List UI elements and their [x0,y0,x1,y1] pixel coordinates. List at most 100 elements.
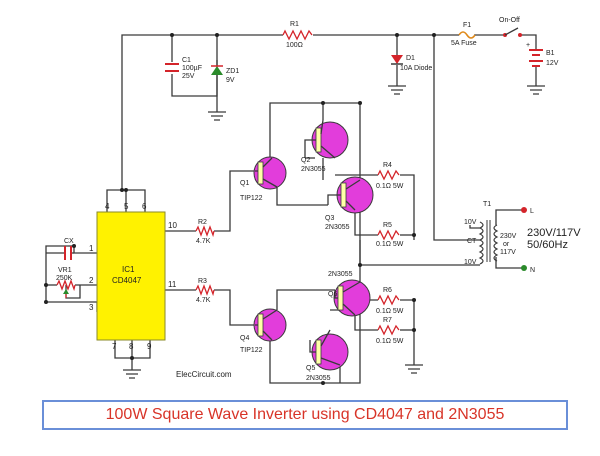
diagram-title: 100W Square Wave Inverter using CD4047 a… [105,406,505,423]
title-box: 100W Square Wave Inverter using CD4047 a… [42,400,568,430]
ground-d1 [388,85,406,95]
transistor-q1: Q1 TIP122 [240,156,287,202]
svg-text:0.1Ω 5W: 0.1Ω 5W [376,338,404,345]
svg-text:CD4047: CD4047 [112,276,142,285]
svg-text:0.1Ω 5W: 0.1Ω 5W [376,183,404,190]
svg-text:12V: 12V [546,60,559,67]
svg-text:25V: 25V [182,73,195,80]
svg-text:R1: R1 [290,21,299,28]
potentiometer-vr1: VR1 250K [56,267,76,298]
diode-d1: D1 10A Diode [391,55,432,72]
svg-text:CX: CX [64,238,74,245]
watermark: ElecCircuit.com [176,370,232,379]
transistor-q2: Q2 2N3055 [301,119,349,173]
svg-text:6: 6 [142,202,147,211]
svg-text:R6: R6 [383,287,392,294]
svg-text:2N3055: 2N3055 [328,271,353,278]
svg-text:11: 11 [168,280,177,289]
svg-text:7: 7 [112,342,117,351]
svg-text:100Ω: 100Ω [286,42,303,49]
svg-text:4.7K: 4.7K [196,297,211,304]
resistor-r7: R7 0.1Ω 5W [376,317,404,345]
terminal-l [521,207,527,213]
ground-emitters [405,364,423,374]
svg-text:0.1Ω 5W: 0.1Ω 5W [376,308,404,315]
svg-text:IC1: IC1 [122,265,135,274]
svg-text:F1: F1 [463,22,471,29]
transistor-q5: Q5 2N3055 [306,329,349,382]
svg-text:CT: CT [467,238,477,245]
junctions [44,33,436,385]
svg-text:9: 9 [147,342,152,351]
svg-text:5A Fuse: 5A Fuse [451,40,477,47]
svg-text:5: 5 [124,202,129,211]
svg-text:R3: R3 [198,278,207,285]
resistor-r6: R6 0.1Ω 5W [376,287,404,315]
svg-text:N: N [530,267,535,274]
svg-text:VR1: VR1 [58,267,72,274]
svg-text:C1: C1 [182,57,191,64]
transistor-q3: Q3 2N3055 [325,176,374,231]
svg-text:10V: 10V [464,259,477,266]
svg-text:3: 3 [89,303,94,312]
svg-text:4.7K: 4.7K [196,238,211,245]
svg-text:Q2: Q2 [301,157,310,164]
svg-text:T1: T1 [483,201,491,208]
ground-battery [527,85,545,95]
zener-zd1: ZD1 9V [211,60,239,96]
svg-text:Q3: Q3 [325,215,334,222]
svg-text:TIP122: TIP122 [240,347,263,354]
ground-symbols [123,85,545,379]
svg-text:R5: R5 [383,222,392,229]
switch-on-off: On-Off [499,17,522,37]
svg-text:+: + [526,42,530,49]
resistor-r5: R5 0.1Ω 5W [376,222,404,248]
svg-text:2N3055: 2N3055 [306,375,331,382]
svg-text:10V: 10V [464,219,477,226]
svg-text:ZD1: ZD1 [226,68,239,75]
transformer-t1: T1 10V CT 10V 230V or 117V 230V/117V 50/… [464,201,581,266]
svg-text:Q6: Q6 [328,291,337,298]
capacitor-cx: CX [46,238,74,260]
svg-text:D1: D1 [406,55,415,62]
battery-b1: + B1 12V [526,42,559,67]
transistor-q4: Q4 TIP122 [240,308,287,354]
svg-text:Q1: Q1 [240,180,249,187]
svg-text:R2: R2 [198,219,207,226]
ground-c1 [208,111,226,121]
output-terminals: L N [521,207,535,274]
resistor-r4: R4 0.1Ω 5W [376,162,404,190]
svg-text:R4: R4 [383,162,392,169]
svg-text:8: 8 [129,342,134,351]
svg-text:230V/117V: 230V/117V [527,227,581,239]
svg-text:2N3055: 2N3055 [325,224,350,231]
resistor-r1: R1 100Ω [282,21,313,49]
svg-text:R7: R7 [383,317,392,324]
svg-text:TIP122: TIP122 [240,195,263,202]
svg-text:On-Off: On-Off [499,17,520,24]
svg-text:10A Diode: 10A Diode [400,65,432,72]
svg-text:Q4: Q4 [240,335,249,342]
svg-text:2: 2 [89,276,94,285]
svg-text:B1: B1 [546,50,555,57]
svg-text:100µF: 100µF [182,65,202,72]
svg-text:50/60Hz: 50/60Hz [527,239,568,251]
svg-text:250K: 250K [56,275,73,282]
fuse-f1: F1 5A Fuse [451,22,477,47]
svg-text:117V: 117V [500,249,516,256]
svg-text:230V: 230V [500,233,517,240]
ground-ic [123,369,141,379]
resistor-r2: R2 4.7K [195,219,215,245]
svg-text:2N3055: 2N3055 [301,166,326,173]
svg-text:1: 1 [89,244,94,253]
capacitor-c1: C1 100µF 25V [165,57,202,80]
svg-text:L: L [530,208,534,215]
svg-text:10: 10 [168,221,177,230]
svg-text:9V: 9V [226,77,235,84]
terminal-n [521,265,527,271]
svg-text:4: 4 [105,202,110,211]
ic-cd4047: IC1 CD4047 4 5 6 1 2 3 10 11 7 8 9 [89,202,177,351]
resistor-r3: R3 4.7K [195,278,215,304]
svg-text:Q5: Q5 [306,365,315,372]
